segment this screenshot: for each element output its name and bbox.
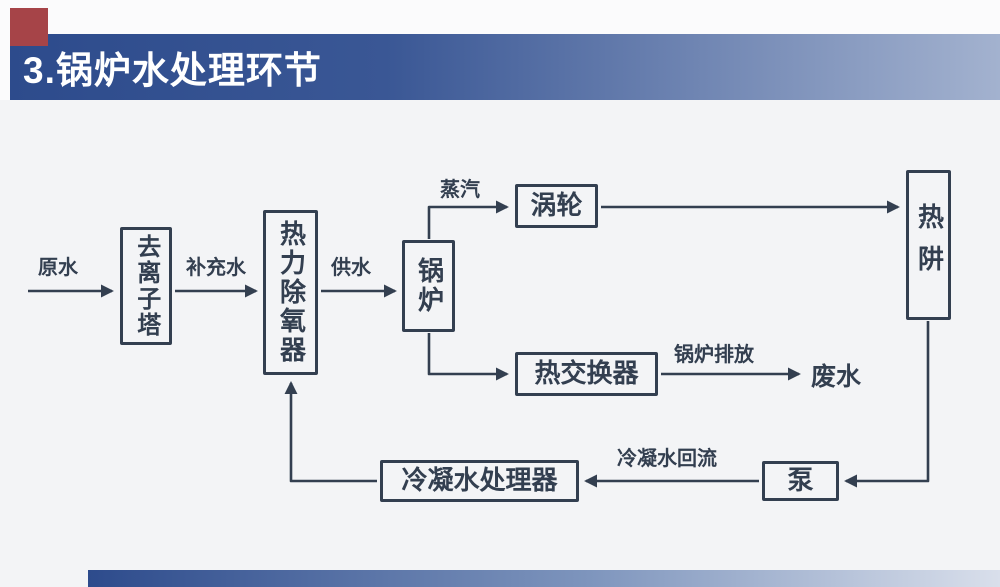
node-heat-sink: 热阱 [906, 170, 951, 320]
label-waste-water: 废水 [811, 363, 862, 391]
node-pump: 泵 [762, 461, 839, 501]
node-deionizer-label: 去离子塔 [132, 234, 160, 338]
node-pump-label: 泵 [787, 465, 814, 496]
node-deionizer: 去离子塔 [120, 227, 172, 345]
label-makeup-water: 补充水 [186, 257, 246, 279]
header-bar: 3.锅炉水处理环节 [10, 34, 1000, 100]
footer-bar [88, 570, 1000, 587]
node-deaerator-label: 热力除氧器 [276, 220, 307, 365]
label-raw-water: 原水 [38, 257, 78, 279]
label-feed-water: 供水 [331, 257, 371, 279]
node-boiler-label: 锅炉 [414, 257, 445, 315]
label-blowdown: 锅炉排放 [674, 344, 754, 366]
node-heat-exchanger-label: 热交换器 [534, 358, 639, 389]
node-turbine-label: 涡轮 [530, 190, 583, 221]
label-condensate-return: 冷凝水回流 [617, 448, 717, 470]
node-deaerator: 热力除氧器 [263, 210, 318, 375]
node-heat-sink-label: 热阱 [914, 203, 945, 287]
node-condensate-polisher-label: 冷凝水处理器 [401, 465, 558, 496]
accent-square [10, 8, 48, 46]
node-turbine: 涡轮 [515, 184, 598, 228]
page-title: 3.锅炉水处理环节 [23, 50, 322, 91]
label-steam: 蒸汽 [440, 179, 480, 201]
node-boiler: 锅炉 [402, 240, 455, 332]
node-heat-exchanger: 热交换器 [515, 352, 658, 396]
node-condensate-polisher: 冷凝水处理器 [380, 460, 579, 502]
